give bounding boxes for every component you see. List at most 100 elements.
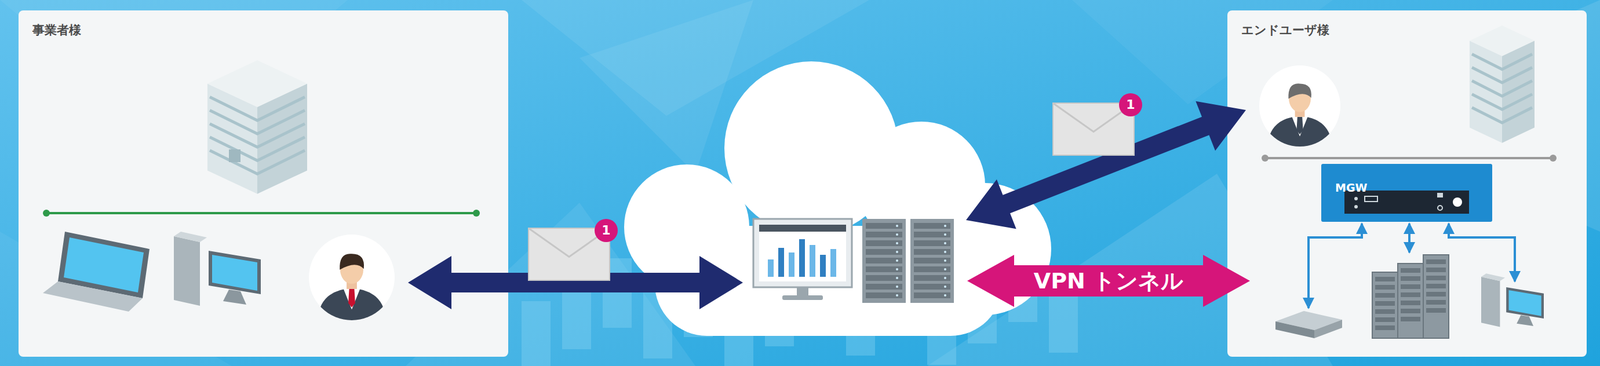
rack-slot <box>865 275 903 282</box>
rack-slot <box>1400 308 1421 314</box>
rack-body <box>910 219 954 304</box>
building-stripe <box>1471 94 1533 110</box>
callout-number: 1 <box>594 219 618 243</box>
device-button <box>1452 197 1463 207</box>
rack-slot <box>1400 276 1421 282</box>
rack-slot <box>913 231 951 238</box>
person-ground <box>308 234 395 321</box>
rack-light <box>944 277 947 280</box>
panel-ground <box>1227 10 1587 357</box>
device-port <box>1364 196 1378 202</box>
panel-ground <box>18 10 509 357</box>
switch-side <box>1314 319 1343 339</box>
double-arrow <box>966 101 1246 230</box>
rack-light <box>895 233 899 236</box>
rack-slot <box>1375 285 1395 290</box>
rack-light <box>895 242 899 245</box>
rack-slot <box>1375 293 1395 298</box>
lan-line <box>1265 157 1554 160</box>
tie <box>348 289 356 308</box>
rack-slot <box>1426 308 1446 313</box>
pc-monitor <box>1506 287 1544 319</box>
rack-slot <box>1426 292 1446 297</box>
pc-tower <box>173 236 200 306</box>
chart-bar <box>788 252 795 278</box>
link-arrow <box>1308 223 1362 309</box>
chart-bar <box>830 249 837 278</box>
office-building <box>207 60 308 195</box>
device-port <box>1437 192 1443 198</box>
rack-slot <box>1375 325 1395 331</box>
lan-dot <box>42 209 50 217</box>
vpn-arrow-body <box>967 254 1250 308</box>
rack-slot <box>865 292 903 299</box>
chart-bar <box>809 245 816 278</box>
rack-light <box>944 250 947 254</box>
skyline <box>521 301 551 366</box>
user-pc <box>1481 273 1544 327</box>
rack-light <box>895 224 899 228</box>
building-stripe <box>1471 53 1533 69</box>
vpn-tunnel-arrow: VPN トンネル <box>967 254 1250 308</box>
rack-light <box>895 250 899 254</box>
shirt <box>1291 116 1308 137</box>
rack-slot <box>1426 267 1446 273</box>
rack-slot <box>865 249 903 255</box>
pc-tower-side <box>1481 273 1505 282</box>
pc-stand <box>223 289 247 305</box>
gateway-box: MGW <box>1321 163 1493 222</box>
pc-screen <box>212 254 258 291</box>
lan-line <box>46 212 477 215</box>
suit <box>317 288 386 322</box>
suit <box>1267 116 1333 148</box>
rack-slot <box>865 283 903 290</box>
entrance <box>228 149 241 163</box>
server-rack <box>1423 254 1449 339</box>
chart-bar <box>778 248 785 278</box>
monitor-foot <box>782 295 823 301</box>
rack-slot <box>1375 277 1395 282</box>
rack-slot <box>865 266 903 273</box>
building-top <box>207 60 308 108</box>
rack-light <box>895 259 899 262</box>
rack-slot <box>913 266 951 273</box>
chart-bar <box>819 254 826 278</box>
pc-tower <box>1481 277 1500 327</box>
building-stripe <box>1471 107 1533 123</box>
node-label: VPN トンネル <box>967 266 1250 297</box>
rack-light <box>895 285 899 289</box>
rack-slot <box>1375 309 1395 315</box>
pc-stand <box>1516 315 1534 327</box>
pc-tower-side <box>173 231 207 243</box>
rack-slot <box>865 223 903 229</box>
server-rack <box>1372 272 1398 339</box>
rack-slot <box>913 283 951 290</box>
rack-body <box>1423 254 1449 339</box>
party-panel: 事業者様 <box>18 10 509 357</box>
rack-slot <box>1400 268 1421 273</box>
user-building <box>1469 25 1535 144</box>
person-icon <box>1259 65 1341 147</box>
rack-body <box>1397 263 1424 339</box>
rack-slot <box>1375 301 1395 306</box>
monitor-screen <box>759 224 847 282</box>
switch-front <box>1275 321 1315 339</box>
node-label: MGW <box>1335 175 1368 195</box>
device-face <box>1344 190 1470 214</box>
rack-slot <box>1426 283 1446 289</box>
server-rack <box>910 219 954 304</box>
rack-light <box>895 294 899 297</box>
rack-light <box>944 224 947 228</box>
rack-slot <box>913 223 951 229</box>
person-ground <box>1259 65 1341 147</box>
rack-slot <box>1426 275 1446 281</box>
building-top <box>1469 25 1535 57</box>
person-icon <box>308 234 395 321</box>
rack-slot <box>1400 284 1421 290</box>
building-stripe <box>209 150 305 174</box>
rack-slot <box>913 240 951 247</box>
monitor-bar <box>759 224 847 232</box>
rack-slot <box>913 257 951 264</box>
rack-slot <box>865 257 903 264</box>
